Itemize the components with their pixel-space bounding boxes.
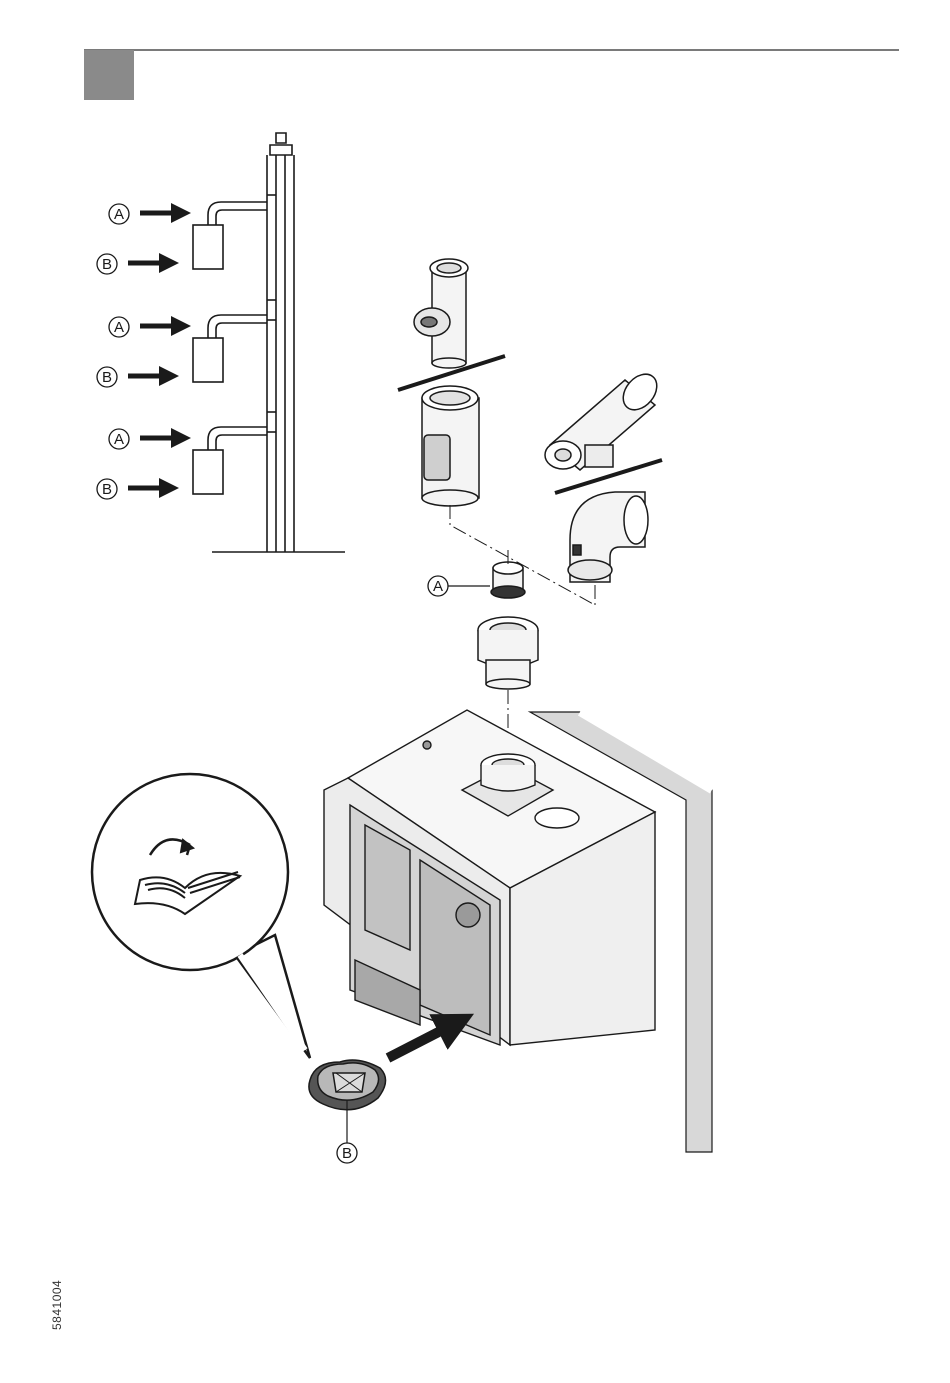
- callout-b-label: B: [102, 369, 112, 386]
- callout-a-label: A: [433, 578, 443, 595]
- boiler-flue-adaptor: [478, 617, 538, 689]
- boiler-unit: [324, 710, 655, 1045]
- callout-a-label: A: [114, 431, 124, 448]
- callout-a-label: A: [114, 206, 124, 223]
- pointer-arrow-icon: [128, 213, 182, 488]
- document-number: 5841004: [50, 1280, 64, 1330]
- manual-callout-bubble: [92, 774, 310, 1058]
- adapter-ring-a: [491, 562, 525, 598]
- callout-a-label: A: [114, 319, 124, 336]
- pointer-arrow-icon: [388, 1022, 458, 1058]
- callout-b-label: B: [342, 1145, 352, 1162]
- concentric-inspection-piece: [422, 386, 479, 506]
- callout-b-label: B: [102, 481, 112, 498]
- shaft-diagram: [193, 133, 345, 552]
- callout-b-label: B: [102, 256, 112, 273]
- flue-fittings: [398, 259, 664, 760]
- elbow-90: [568, 492, 648, 582]
- inspection-tee: [414, 259, 468, 368]
- horizontal-tee: [545, 368, 664, 470]
